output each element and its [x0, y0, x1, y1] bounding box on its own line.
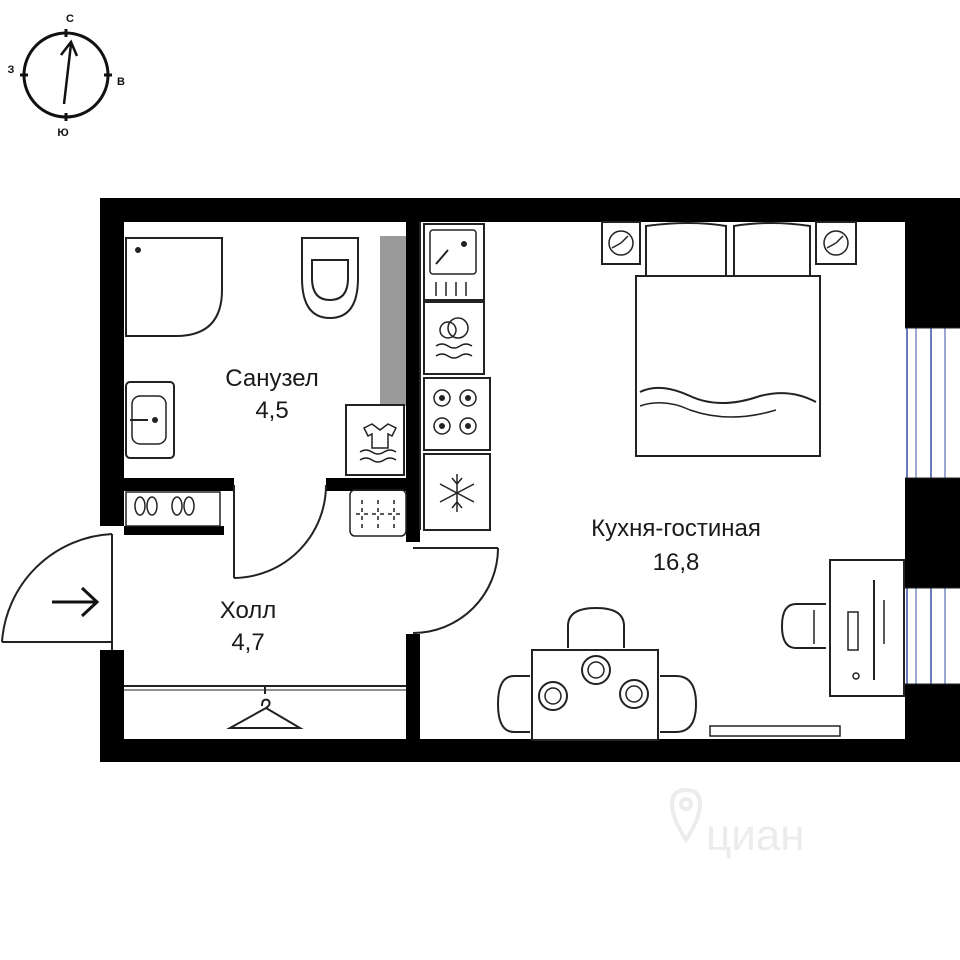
shoe-rack [125, 491, 221, 527]
electric-panel [349, 489, 407, 537]
exterior-walls [100, 198, 960, 762]
bathroom-door [233, 484, 327, 579]
wardrobe [124, 685, 406, 694]
nightstand-right [815, 221, 857, 265]
hanger-icon [226, 698, 304, 729]
refrigerator [423, 453, 491, 531]
shaft-partition [380, 236, 406, 406]
watermark: циан [669, 787, 805, 860]
nightstand-left [601, 221, 641, 265]
location-pin-icon [669, 787, 703, 844]
dining-chair-left [496, 675, 530, 733]
shower-tray [125, 237, 223, 337]
compass-south-label: Ю [57, 127, 68, 139]
dining-table [531, 649, 659, 741]
hall-name: Холл [220, 597, 277, 624]
dishwasher [423, 301, 485, 375]
washing-machine [345, 404, 405, 476]
bathroom-sink [125, 381, 175, 459]
kitchen-sink [423, 223, 485, 301]
bathroom-area: 4,5 [255, 397, 288, 424]
window-upper [905, 327, 960, 479]
watermark-text: циан [706, 811, 805, 860]
window-lower [905, 587, 960, 685]
desk-chair [780, 603, 826, 649]
dining-chair-right [660, 675, 698, 733]
radiator [709, 725, 841, 737]
toilet [301, 237, 359, 320]
hall-area: 4,7 [231, 629, 264, 656]
cooktop [423, 377, 491, 451]
compass-north-label: С [66, 13, 74, 25]
compass-west-label: З [8, 64, 15, 76]
kitchen-living-name: Кухня-гостиная [591, 515, 761, 542]
kitchen-living-area: 16,8 [653, 549, 700, 576]
entrance-door [1, 533, 113, 650]
compass: С В Ю З [8, 13, 125, 139]
compass-needle [62, 43, 73, 105]
bed [635, 222, 821, 457]
compass-arrowhead [60, 39, 79, 57]
compass-east-label: В [117, 76, 125, 88]
bathroom-name: Санузел [225, 365, 319, 392]
living-room-door [412, 547, 499, 634]
dining-chair-top [567, 606, 625, 648]
desk [829, 559, 905, 697]
interior-walls [124, 198, 420, 762]
entrance-arrow-icon [52, 586, 100, 618]
